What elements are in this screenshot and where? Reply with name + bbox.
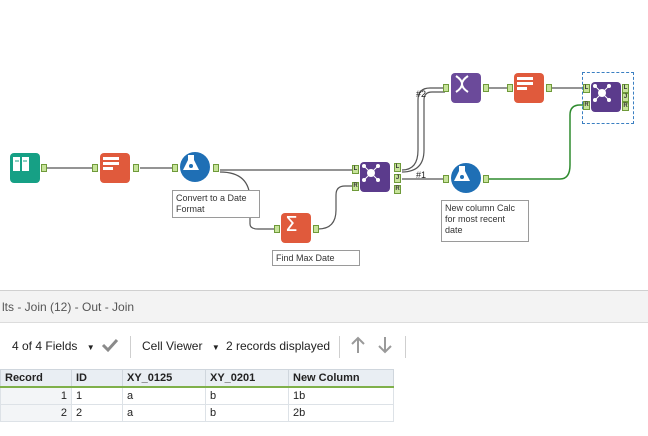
toolbar-divider — [339, 336, 340, 358]
annotation-date-convert: Convert to a Date Format — [172, 190, 260, 218]
annotation-new-col: New column Calc for most recent date — [441, 200, 529, 242]
select-tool-2[interactable] — [514, 73, 544, 103]
cell-viewer-dropdown[interactable]: Cell Viewer ▼ — [142, 339, 220, 353]
dna-icon — [455, 75, 469, 93]
output-anchor[interactable] — [483, 175, 489, 183]
transpose-tool[interactable] — [451, 73, 481, 103]
flask-icon — [183, 155, 199, 170]
flask-icon — [454, 166, 470, 181]
cell-new-column[interactable]: 2b — [288, 404, 394, 422]
cell-xy-0125[interactable]: a — [122, 386, 206, 405]
table-header-row: Record ID XY_0125 XY_0201 New Column — [0, 369, 394, 388]
table-row[interactable]: 1 1 a b 1b — [0, 386, 394, 405]
output-anchor[interactable] — [483, 84, 489, 92]
output-anchor[interactable] — [133, 164, 139, 172]
join2-left-output-anchor[interactable]: L — [622, 84, 629, 93]
input-anchor[interactable] — [92, 164, 98, 172]
records-count: 2 records displayed — [226, 339, 331, 353]
summarize-tool[interactable]: Σ — [281, 213, 311, 243]
output-anchor[interactable] — [313, 225, 319, 233]
arrow-up-icon[interactable] — [349, 335, 367, 358]
join-join-output-anchor[interactable]: J — [394, 174, 401, 183]
output-anchor[interactable] — [41, 164, 47, 172]
col-header-id[interactable]: ID — [71, 369, 123, 388]
select-list-icon — [103, 157, 119, 170]
join-left-anchor[interactable]: L — [352, 165, 359, 174]
join-left-output-anchor[interactable]: L — [394, 163, 401, 172]
col-header-xy-0125[interactable]: XY_0125 — [122, 369, 206, 388]
cell-id[interactable]: 2 — [71, 404, 123, 422]
table-row[interactable]: 2 2 a b 2b — [0, 404, 394, 422]
connection-lines — [45, 87, 583, 230]
cell-xy-0201[interactable]: b — [205, 386, 289, 405]
join-icon — [362, 164, 380, 182]
input-data-tool[interactable] — [10, 153, 40, 183]
book-icon — [13, 157, 29, 171]
results-panel: lts - Join (12) - Out - Join 4 of 4 Fiel… — [0, 290, 648, 436]
output-anchor[interactable] — [213, 164, 219, 172]
results-table: Record ID XY_0125 XY_0201 New Column 1 1… — [0, 369, 394, 422]
col-header-new-column[interactable]: New Column — [288, 369, 394, 388]
toolbar-divider — [405, 336, 406, 358]
annotation-find-max: Find Max Date — [272, 250, 360, 266]
connection-label-2: #2 — [416, 89, 427, 99]
arrow-down-icon[interactable] — [376, 335, 394, 358]
svg-text:Σ: Σ — [285, 213, 298, 235]
join2-left-anchor[interactable]: L — [583, 84, 590, 93]
chevron-down-icon: ▼ — [86, 343, 95, 352]
fields-label: 4 of 4 Fields — [12, 339, 78, 353]
input-anchor[interactable] — [274, 225, 280, 233]
cell-xy-0201[interactable]: b — [205, 404, 289, 422]
col-header-xy-0201[interactable]: XY_0201 — [205, 369, 289, 388]
col-header-record[interactable]: Record — [0, 369, 72, 388]
workflow-canvas[interactable]: Convert to a Date Format Σ Find Max Date… — [0, 0, 648, 290]
check-icon[interactable] — [100, 335, 120, 358]
join-tool[interactable] — [360, 162, 390, 192]
results-title: lts - Join (12) - Out - Join — [0, 291, 648, 323]
cell-new-column[interactable]: 1b — [288, 386, 394, 405]
formula-tool[interactable] — [180, 152, 210, 182]
connection-label-1: #1 — [416, 170, 427, 180]
results-toolbar: 4 of 4 Fields ▼ Cell Viewer ▼ 2 records … — [0, 331, 648, 361]
select-tool[interactable] — [100, 153, 130, 183]
cell-viewer-label: Cell Viewer — [142, 339, 203, 353]
input-anchor[interactable] — [172, 164, 178, 172]
fields-dropdown[interactable]: 4 of 4 Fields ▼ — [12, 339, 95, 353]
join-right-output-anchor[interactable]: R — [394, 185, 401, 194]
cell-record[interactable]: 1 — [0, 386, 72, 405]
join-right-anchor[interactable]: R — [352, 182, 359, 191]
cell-record[interactable]: 2 — [0, 404, 72, 422]
join-icon — [593, 84, 611, 102]
input-anchor[interactable] — [443, 84, 449, 92]
selection-box — [582, 72, 634, 124]
join-tool-2[interactable] — [591, 82, 621, 112]
join2-right-output-anchor[interactable]: R — [622, 102, 629, 111]
join2-join-output-anchor[interactable]: J — [622, 93, 629, 102]
cell-id[interactable]: 1 — [71, 386, 123, 405]
cell-xy-0125[interactable]: a — [122, 404, 206, 422]
sigma-icon: Σ — [285, 213, 298, 235]
input-anchor[interactable] — [443, 175, 449, 183]
chevron-down-icon: ▼ — [211, 343, 220, 352]
toolbar-divider — [130, 336, 131, 358]
formula-tool-2[interactable] — [451, 163, 481, 193]
output-anchor[interactable] — [546, 84, 552, 92]
join2-right-anchor[interactable]: R — [583, 101, 590, 110]
select-list-icon — [517, 77, 533, 90]
input-anchor[interactable] — [507, 84, 513, 92]
